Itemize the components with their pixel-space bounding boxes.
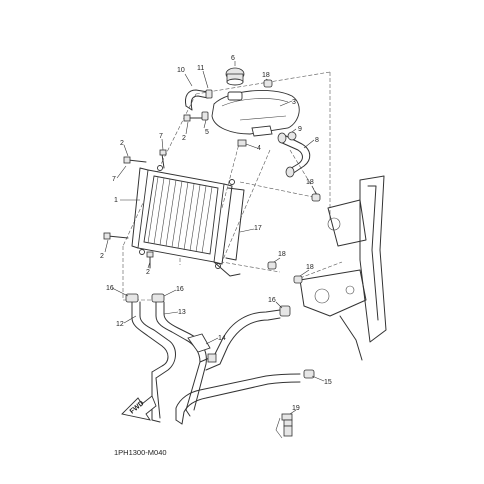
callout-7: 7 (112, 176, 116, 183)
leader-lines (104, 61, 325, 415)
grommets (263, 79, 321, 284)
radiator (131, 165, 235, 269)
grommet-icon (263, 79, 273, 88)
reservoir-hose (277, 132, 311, 178)
callout-7: 7 (159, 133, 163, 140)
hose-clamp-icon (279, 305, 291, 317)
tank-fasteners (183, 111, 247, 147)
callout-15: 15 (324, 379, 332, 386)
cable-tie (275, 413, 293, 439)
grommet-icon (267, 261, 277, 270)
callout-1: 1 (114, 197, 118, 204)
callout-4: 4 (257, 145, 261, 152)
callout-16: 16 (106, 285, 114, 292)
callout-8: 8 (315, 137, 319, 144)
callout-13: 13 (178, 309, 186, 316)
callout-5: 5 (205, 129, 209, 136)
callout-2: 2 (182, 135, 186, 142)
hose-clamp-icon (125, 293, 139, 303)
callout-10: 10 (177, 67, 185, 74)
clip-icon (201, 111, 209, 121)
callout-14: 14 (218, 335, 226, 342)
frame-outline (299, 175, 387, 361)
hose-clip-icon (303, 369, 315, 379)
lower-hoses (131, 301, 301, 425)
reservoir-tank (211, 67, 300, 137)
callout-18: 18 (278, 251, 286, 258)
callout-18: 18 (306, 179, 314, 186)
overflow-hose (185, 89, 213, 111)
callout-3: 3 (292, 99, 296, 106)
grommet-icon (311, 193, 321, 202)
callout-6: 6 (231, 55, 235, 62)
callout-9: 9 (298, 126, 302, 133)
hose-clamps (125, 293, 315, 379)
callout-18: 18 (306, 264, 314, 271)
callout-17: 17 (254, 225, 262, 232)
callout-2: 2 (120, 140, 124, 147)
hose-clamp-icon (151, 293, 165, 303)
callout-18: 18 (262, 72, 270, 79)
grommet-icon (293, 275, 303, 284)
hose-holder-icon (187, 333, 211, 353)
clamp-icon (287, 131, 297, 141)
callout-numbers: 6 18 3 9 8 10 11 5 2 4 2 7 7 1 17 18 18 … (100, 55, 332, 412)
callout-16: 16 (176, 286, 184, 293)
radiator-bracket (213, 187, 245, 277)
callout-2: 2 (100, 253, 104, 260)
callout-2: 2 (146, 269, 150, 276)
callout-11: 11 (197, 65, 204, 72)
callout-16: 16 (268, 297, 276, 304)
callout-12: 12 (116, 321, 124, 328)
forward-direction-arrow: FWD (121, 395, 157, 421)
diagram-code: 1PH1300-M040 (114, 448, 167, 457)
callout-19: 19 (292, 405, 300, 412)
nut-icon (237, 139, 247, 147)
